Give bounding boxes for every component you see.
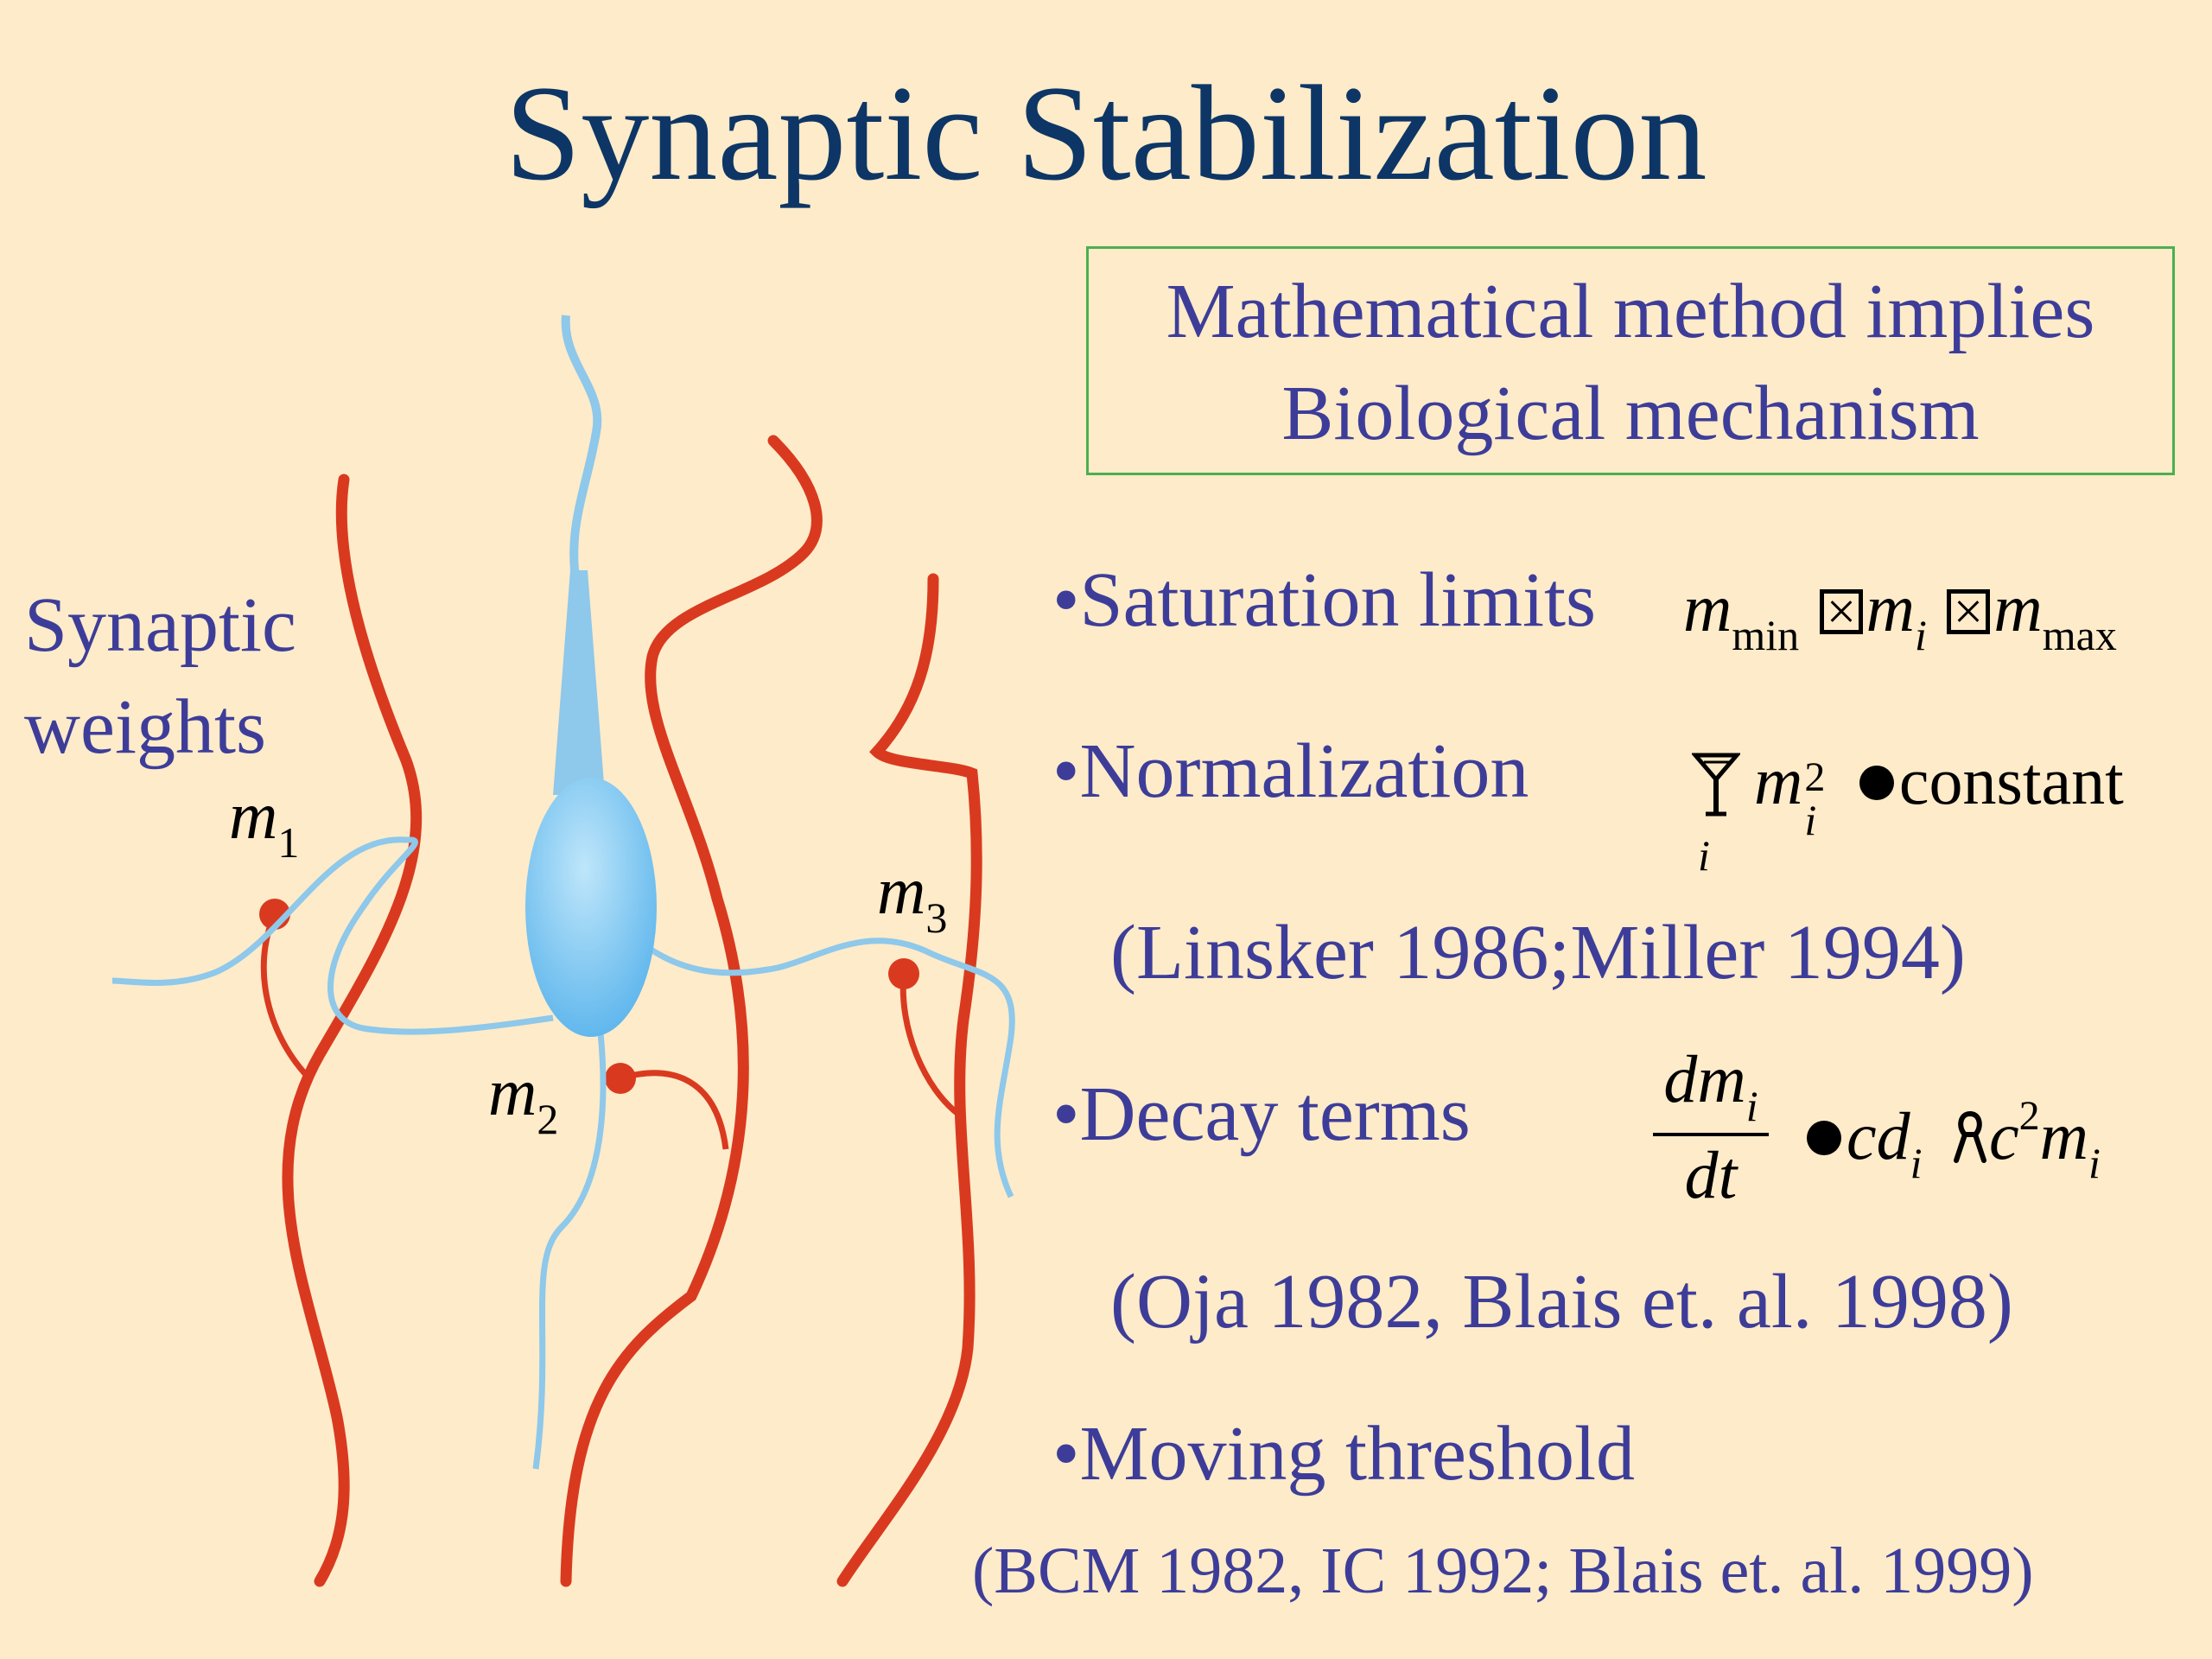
ribbon-symbol-icon bbox=[1954, 1111, 1987, 1163]
fraction-bar bbox=[1653, 1133, 1769, 1136]
math-i: i bbox=[2088, 1139, 2101, 1187]
citation-normalization: (Linsker 1986;Miller 1994) bbox=[1110, 910, 1966, 995]
bullet-normalization: •Normalization bbox=[1052, 728, 1529, 814]
math-m: m bbox=[1754, 743, 1803, 818]
weight-index: 2 bbox=[537, 1095, 559, 1143]
math-dm: dm bbox=[1663, 1041, 1746, 1116]
dendrite-right bbox=[648, 938, 1015, 1198]
synapse-m2 bbox=[605, 1063, 636, 1094]
weight-m2-label: m2 bbox=[488, 1058, 558, 1141]
math-constant: constant bbox=[1898, 743, 2124, 818]
weight-m3-label: m3 bbox=[877, 857, 948, 942]
fraction-numerator: dmi bbox=[1646, 1046, 1776, 1128]
weight-symbol: m bbox=[488, 1054, 537, 1129]
math-min: min bbox=[1732, 611, 1800, 659]
synaptic-weights-label: Synaptic weights bbox=[24, 575, 296, 779]
bullet-decay: •Decay terms bbox=[1052, 1071, 1471, 1157]
slide-title: Synaptic Stabilization bbox=[505, 58, 1707, 209]
weight-index: 3 bbox=[925, 893, 948, 942]
missing-glyph-icon bbox=[1947, 589, 1991, 634]
weight-m1-label: m1 bbox=[229, 782, 300, 867]
label-line-2: weights bbox=[24, 684, 266, 770]
label-line-1: Synaptic bbox=[24, 582, 296, 668]
fraction-dmi-dt: dmi dt bbox=[1646, 1046, 1776, 1209]
math-exp: 2 bbox=[1804, 754, 1826, 800]
math-max: max bbox=[2042, 611, 2117, 659]
weight-symbol: m bbox=[877, 853, 926, 928]
math-exp: 2 bbox=[2018, 1093, 2040, 1139]
axon-center bbox=[560, 435, 823, 1587]
sum-symbol-icon bbox=[1692, 753, 1740, 817]
math-i: i bbox=[1804, 796, 1817, 844]
terminal-m1 bbox=[260, 912, 314, 1083]
sum-index: i bbox=[1698, 834, 1710, 877]
dendrite-left bbox=[111, 836, 554, 1035]
missing-glyph-icon bbox=[1819, 589, 1863, 634]
math-c: c bbox=[1989, 1098, 2019, 1173]
decay-formula: cdi c2mi bbox=[1802, 1096, 2101, 1185]
dendrite-bottom bbox=[532, 1032, 607, 1470]
terminal-m2 bbox=[620, 1070, 729, 1150]
math-m: m bbox=[1993, 570, 2043, 645]
callout-box: Mathematical method implies Biological m… bbox=[1086, 246, 2175, 475]
math-i: i bbox=[1910, 1139, 1923, 1187]
saturation-formula: mmin mi mmax bbox=[1683, 575, 2117, 659]
bullet-dot-icon bbox=[1807, 1121, 1841, 1155]
bullet-saturation: •Saturation limits bbox=[1052, 557, 1596, 643]
axon-right bbox=[836, 573, 982, 1587]
bullet-dot-icon bbox=[1859, 766, 1894, 800]
citation-threshold: (BCM 1982, IC 1992; Blais et. al. 1999) bbox=[972, 1535, 2034, 1607]
apical-dendrite-trunk bbox=[553, 570, 605, 795]
bullet-moving-threshold: •Moving threshold bbox=[1052, 1411, 1635, 1497]
math-i: i bbox=[1745, 1082, 1758, 1130]
callout-line-1: Mathematical method implies bbox=[1166, 269, 2095, 354]
synapse-m3 bbox=[888, 958, 919, 989]
weight-index: 1 bbox=[277, 818, 300, 867]
neuron-diagram bbox=[111, 315, 1015, 1587]
math-m: m bbox=[1866, 570, 1915, 645]
weight-symbol: m bbox=[229, 778, 278, 853]
terminal-m3 bbox=[899, 973, 962, 1117]
callout-line-2: Biological mechanism bbox=[1281, 371, 1980, 456]
math-dt: dt bbox=[1684, 1137, 1738, 1212]
math-i: i bbox=[1698, 831, 1710, 880]
axon-left bbox=[282, 474, 423, 1587]
math-m: m bbox=[2039, 1098, 2088, 1173]
soma bbox=[525, 778, 657, 1037]
fraction-denominator: dt bbox=[1646, 1141, 1776, 1209]
math-cd: cd bbox=[1847, 1098, 1910, 1173]
math-m: m bbox=[1683, 570, 1732, 645]
math-i: i bbox=[1914, 611, 1927, 659]
citation-decay: (Oja 1982, Blais et. al. 1998) bbox=[1110, 1259, 2013, 1344]
